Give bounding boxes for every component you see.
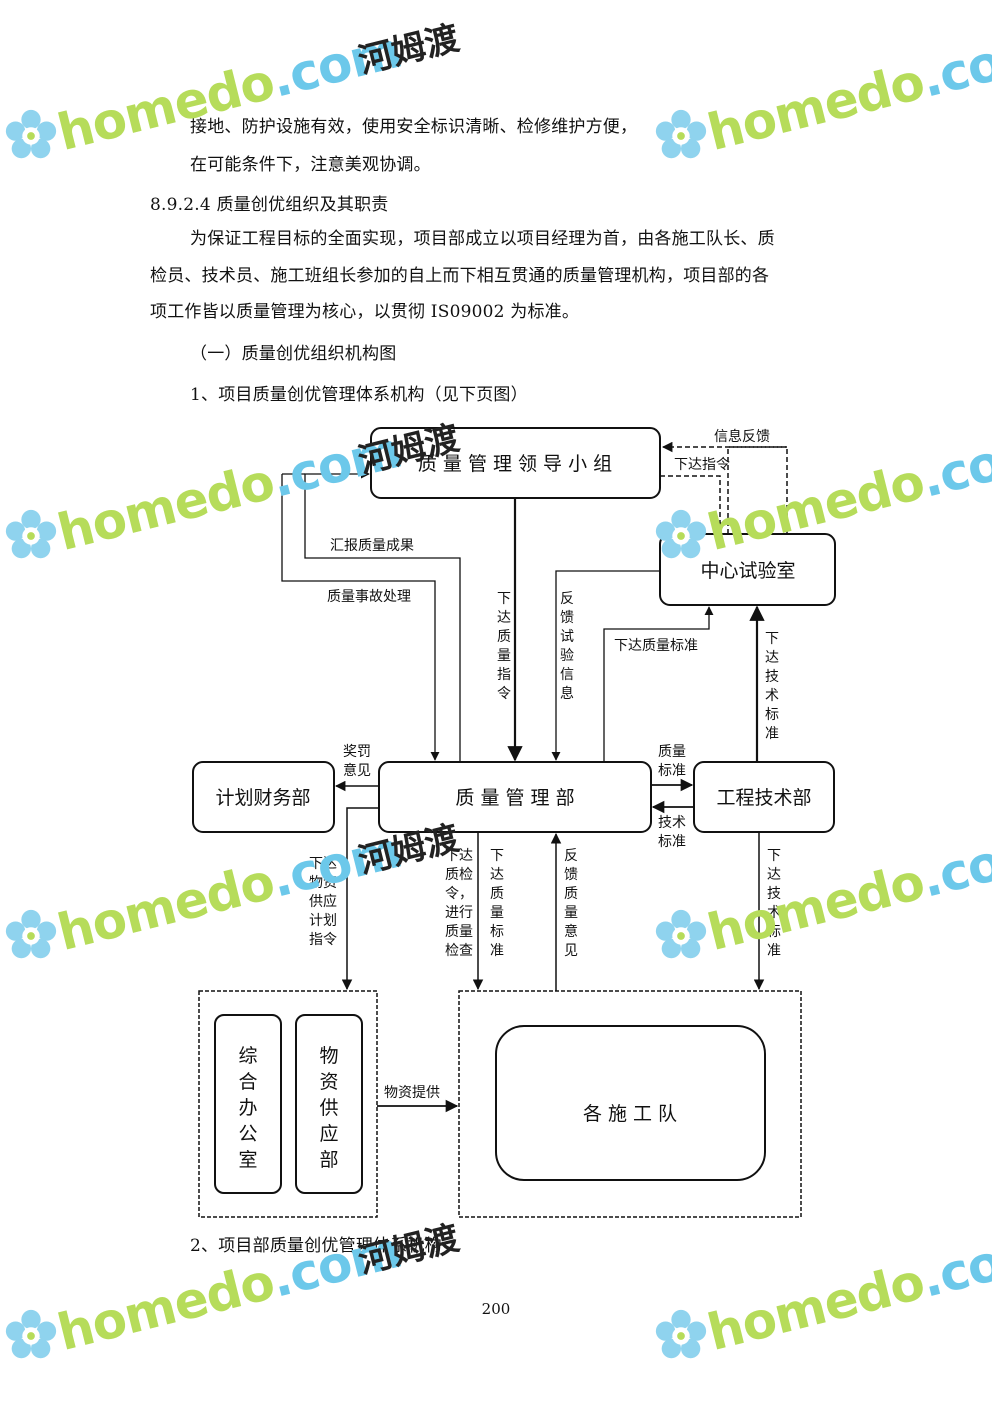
node-lab: 中心试验室	[659, 533, 836, 606]
label-quality-std: 质量标准	[658, 744, 686, 779]
flower-logo-icon	[5, 1309, 57, 1359]
label-accident-handling: 质量事故处理	[327, 589, 411, 605]
flower-logo-icon	[5, 109, 57, 159]
left-group-frame	[198, 990, 378, 1218]
right-group-frame	[458, 990, 802, 1218]
section-heading: 8.9.2.4 质量创优组织及其职责	[150, 195, 389, 215]
label-issue-tech-std-down: 下达技术标准	[767, 848, 781, 959]
node-office: 综合办公室	[214, 1014, 282, 1194]
flower-logo-icon	[655, 1309, 707, 1359]
node-supply: 物资供应部	[295, 1014, 363, 1194]
body-line-4: 检员、技术员、施工班组长参加的自上而下相互贯通的质量管理机构，项目部的各	[150, 266, 770, 286]
label-inspection-order: 下达质检令，进行质量检查	[445, 848, 473, 959]
list-item-2: 2、项目部质量创优管理体系机构	[190, 1236, 442, 1256]
label-issue-quality-std-down: 下达质量标准	[490, 848, 504, 959]
label-issue-order: 下达指令	[674, 457, 730, 473]
node-quality-dept: 质 量 管 理 部	[378, 761, 652, 833]
label-report-results: 汇报质量成果	[330, 538, 414, 554]
flower-logo-icon	[655, 909, 707, 959]
label-issue-quality-std: 下达质量标准	[614, 638, 698, 654]
node-finance: 计划财务部	[192, 761, 335, 833]
flower-logo-icon	[655, 509, 707, 559]
node-finance-label: 计划财务部	[215, 787, 310, 809]
label-tech-std: 技术标准	[658, 815, 686, 850]
flower-logo-icon	[5, 909, 57, 959]
node-tech-label: 工程技术部	[716, 787, 811, 809]
label-material-supply: 物资提供	[384, 1085, 440, 1101]
body-line-1: 接地、防护设施有效，使用安全标识清晰、检修维护方便，	[190, 117, 638, 137]
node-leadership-label: 质 量 管 理 领 导 小 组	[418, 453, 612, 475]
label-reward-penalty: 奖罚意见	[343, 743, 371, 779]
flower-logo-icon	[655, 109, 707, 159]
node-teams-label: 各 施 工 队	[583, 1103, 677, 1125]
body-line-3: 为保证工程目标的全面实现，项目部成立以项目经理为首，由各施工队长、质	[190, 229, 775, 249]
node-office-label: 综合办公室	[238, 1045, 257, 1171]
node-quality-dept-label: 质 量 管 理 部	[455, 787, 574, 809]
body-line-5: 项工作皆以质量管理为核心，以贯彻 IS09002 为标准。	[150, 302, 580, 322]
label-issue-quality-order: 下达质量指令	[497, 591, 511, 702]
label-info-feedback: 信息反馈	[714, 428, 770, 445]
label-feedback-quality-opinion: 反馈质量意见	[564, 848, 578, 959]
body-line-2: 在可能条件下，注意美观协调。	[190, 155, 431, 175]
node-supply-label: 物资供应部	[319, 1045, 338, 1171]
page-number: 200	[481, 1300, 511, 1318]
node-leadership: 质 量 管 理 领 导 小 组	[370, 427, 661, 499]
label-issue-tech-std-up: 下达技术标准	[765, 631, 779, 742]
label-supply-plan-order: 下达物资供应计划指令	[309, 856, 337, 948]
flower-logo-icon	[5, 509, 57, 559]
sub-heading: （一）质量创优组织机构图	[190, 344, 397, 364]
node-teams: 各 施 工 队	[495, 1025, 766, 1181]
node-tech: 工程技术部	[693, 761, 835, 833]
label-feedback-test-info: 反馈试验信息	[560, 591, 574, 702]
list-item-1: 1、项目质量创优管理体系机构（见下页图）	[190, 385, 528, 405]
node-lab-label: 中心试验室	[700, 560, 795, 582]
